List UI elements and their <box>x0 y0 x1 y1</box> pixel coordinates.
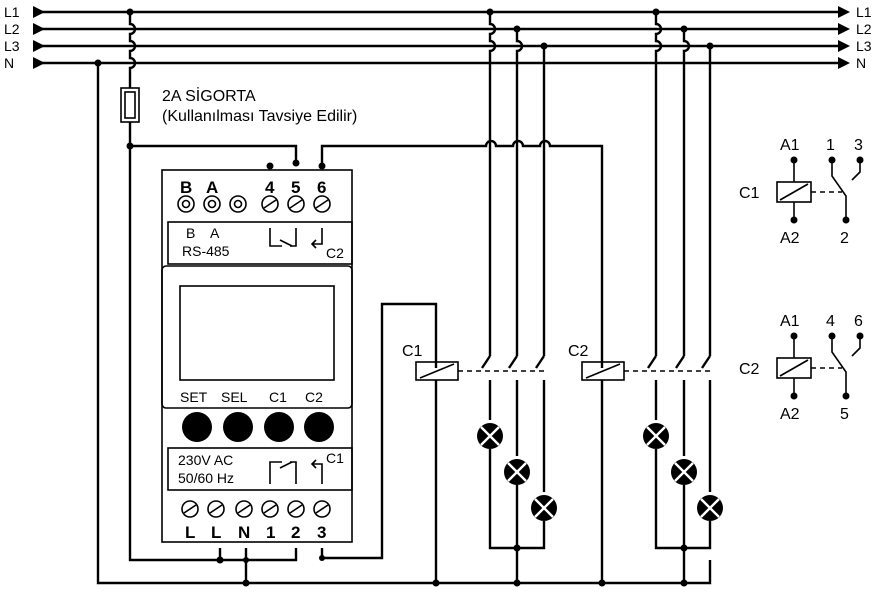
legend-c2-a2: A2 <box>780 406 800 423</box>
legend-c1-a2: A2 <box>780 230 800 247</box>
terminal-5-label: 5 <box>291 178 300 197</box>
legend-c1-terminal-com: 2 <box>840 230 849 247</box>
terminal-4-label: 4 <box>265 178 275 197</box>
legend-c2 <box>776 332 864 400</box>
control-device: B A 4 5 6 B A RS-485 C2 SET SEL C1 C2 <box>161 169 353 543</box>
lamp-c1-l2 <box>504 459 530 485</box>
lamp-c2-l3 <box>697 495 723 521</box>
top-terminal-block <box>177 195 331 213</box>
contactor-c1-label: C1 <box>402 343 423 360</box>
bus-label-n: N <box>4 55 14 71</box>
legend-c1 <box>776 156 864 224</box>
fuse-note: (Kullanılması Tavsiye Edilir) <box>162 108 357 125</box>
c1-button[interactable] <box>264 412 294 442</box>
terminal-3-label: 3 <box>317 523 326 542</box>
relay-c1-symbol <box>269 459 323 484</box>
terminal-a-label: A <box>206 178 218 197</box>
relay-c2-label: C2 <box>326 245 344 261</box>
button-label-set: SET <box>180 389 208 405</box>
legend-c1-terminal-nc: 3 <box>854 137 863 154</box>
bus-label-l1-right: L1 <box>856 4 872 20</box>
lamp-c2-l1 <box>643 423 669 449</box>
relay-c1-label: C1 <box>326 450 344 466</box>
bus-labels-right: L1 L2 L3 N <box>856 4 872 71</box>
bus-label-n-right: N <box>856 55 866 71</box>
button-label-sel: SEL <box>221 389 248 405</box>
legend-c2-terminal-nc: 6 <box>854 313 863 330</box>
terminal-1-label: 1 <box>266 523 275 542</box>
sel-button[interactable] <box>223 412 253 442</box>
legend-c1-coil-label: C1 <box>739 185 760 202</box>
bus-labels-left: L1 L2 L3 N <box>4 4 20 71</box>
comm-a-label: A <box>210 225 220 241</box>
bus-label-l1: L1 <box>4 4 20 20</box>
bus-lines <box>33 6 850 69</box>
legend-c2-coil-label: C2 <box>739 361 760 378</box>
comm-b-label: B <box>186 225 195 241</box>
bus-label-l2: L2 <box>4 21 20 37</box>
contactor-c1 <box>415 8 557 583</box>
neutral-return <box>94 59 712 587</box>
legend-c2-terminal-com: 5 <box>840 406 849 423</box>
comm-name: RS-485 <box>182 243 230 259</box>
bottom-terminal-block <box>181 500 331 518</box>
fuse-label: 2A SİGORTA <box>162 86 256 105</box>
terminal-l2-label: L <box>211 523 221 542</box>
lamp-c2-l2 <box>671 459 697 485</box>
bus-label-l3: L3 <box>4 38 20 54</box>
terminal-2-label: 2 <box>291 523 300 542</box>
set-button[interactable] <box>182 412 212 442</box>
terminal-b-label: B <box>180 178 192 197</box>
fuse-icon <box>120 87 140 123</box>
bus-label-l2-right: L2 <box>856 21 872 37</box>
lcd-display <box>179 285 335 381</box>
terminal-6-label: 6 <box>317 178 326 197</box>
button-label-c1: C1 <box>269 389 287 405</box>
legend-c2-terminal-no: 4 <box>826 313 835 330</box>
c2-button[interactable] <box>304 412 334 442</box>
legend-c1-terminal-no: 1 <box>826 137 835 154</box>
lamp-c1-l1 <box>477 423 503 449</box>
fuse-branch <box>120 8 300 564</box>
terminal-l1-label: L <box>185 523 195 542</box>
terminal-n-label: N <box>238 523 250 542</box>
legend-c2-a1: A1 <box>780 313 800 330</box>
relay-c2-symbol <box>269 228 323 249</box>
supply-frequency: 50/60 Hz <box>178 470 234 486</box>
supply-voltage: 230V AC <box>178 452 233 468</box>
bus-label-l3-right: L3 <box>856 38 872 54</box>
button-label-c2: C2 <box>305 389 323 405</box>
lamp-c1-l3 <box>531 495 557 521</box>
device-buttons <box>182 412 334 442</box>
contactor-c2 <box>581 8 723 583</box>
contactor-c2-label: C2 <box>568 343 589 360</box>
legend-c1-a1: A1 <box>780 137 800 154</box>
